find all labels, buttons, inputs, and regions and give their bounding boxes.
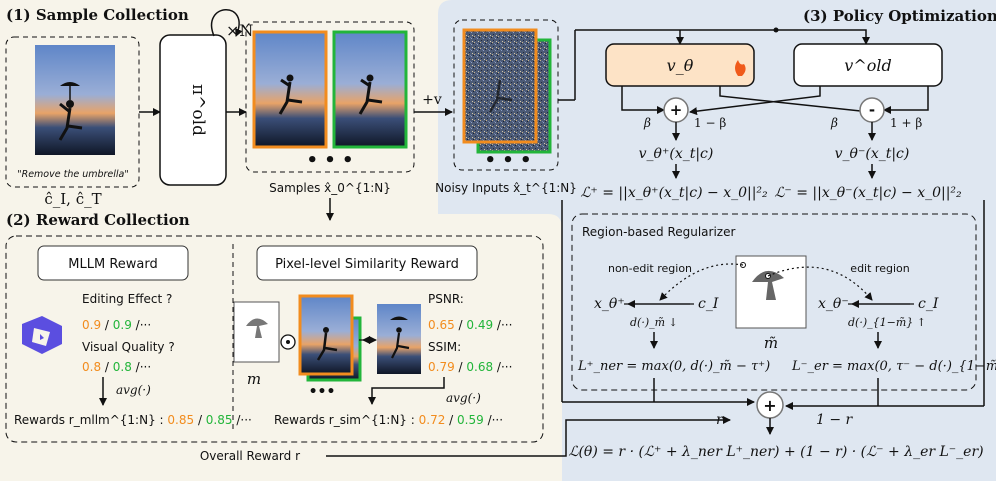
sample-image-2	[332, 30, 408, 149]
v-theta-box	[605, 43, 755, 87]
mllm-avg-label: avg(·)	[116, 383, 151, 397]
editing-effect-values: 0.9 / 0.9 /···	[82, 318, 151, 332]
section-title-sample-collection: (1) Sample Collection	[6, 6, 189, 24]
visual-quality-values: 0.8 / 0.8 /···	[82, 360, 151, 374]
section-title-policy-optimization: (3) Policy Optimization	[803, 7, 996, 25]
arrow-overall-reward	[326, 416, 731, 457]
regularizer-title: Region-based Regularizer	[582, 225, 735, 239]
psnr-label: PSNR:	[428, 292, 464, 306]
trainable-flame-icon	[735, 60, 746, 76]
ssim-label: SSIM:	[428, 340, 461, 354]
reward-box	[5, 235, 544, 443]
mllm-reward-title: MLLM Reward	[68, 257, 157, 272]
pixel-reward-title-box	[256, 245, 478, 281]
svg-text:-: -	[869, 101, 875, 119]
svg-text:+: +	[763, 396, 776, 415]
edit-region-arrow	[767, 266, 873, 301]
samples-label: Samples x̂_0^{1:N}	[269, 181, 391, 195]
edit-region-label: edit region	[850, 262, 909, 275]
non-edit-region-label: non-edit region	[608, 262, 692, 275]
sample-image-1	[252, 30, 328, 149]
loss-plus: ℒ⁺ = ||x_θ⁺(x_t|c) − x_0||²₂	[580, 185, 768, 201]
mask-tilde-image	[735, 255, 807, 329]
noise-label: +v	[422, 92, 442, 108]
noisy-image-1	[462, 28, 538, 144]
c-i-left: c_I	[698, 296, 719, 312]
pixel-reward-title: Pixel-level Similarity Reward	[275, 257, 459, 272]
arrow-vtheta-plus	[621, 86, 665, 114]
mask-tilde-label: m̃	[764, 334, 778, 352]
v-theta-label: v_θ	[667, 56, 694, 75]
mask-label: m	[247, 370, 261, 388]
samples-box	[245, 21, 415, 173]
r-weight-label: r	[716, 412, 724, 428]
beta-right: β	[830, 116, 838, 130]
noisy-label: Noisy Inputs x̂_t^{1:N}	[435, 181, 577, 195]
v-old-label: v^old	[844, 56, 891, 75]
repeat-label: ×N	[226, 21, 253, 40]
old-policy-box	[159, 34, 227, 186]
input-box	[5, 36, 140, 188]
mllm-reward-title-box	[37, 245, 189, 281]
one-minus-r-label: 1 − r	[816, 412, 854, 428]
noisy-ellipsis: • • •	[484, 150, 531, 171]
d-left-label: d(·)_m̃ ↓	[630, 316, 678, 329]
policy-panel-background	[438, 0, 996, 481]
svg-text:+: +	[670, 101, 683, 119]
sim-rewards-line: Rewards r_sim^{1:N} : 0.72 / 0.59 /···	[274, 413, 503, 427]
l-er-formula: L⁻_er = max(0, τ⁻ − d(·)_{1−m̃})	[791, 359, 996, 374]
mllm-rewards-line: Rewards r_mllm^{1:N} : 0.85 / 0.85 /···	[14, 413, 252, 427]
old-policy-label: π^old	[188, 84, 208, 136]
one-minus-beta: 1 − β	[694, 116, 726, 130]
v-plus-label: v_θ⁺(x_t|c)	[639, 146, 714, 162]
loss-minus: ℒ⁻ = ||x_θ⁻(x_t|c) − x_0||²₂	[774, 185, 962, 201]
x-minus-label: x_θ⁻	[818, 296, 849, 312]
regularizer-box	[571, 213, 977, 391]
arrow-sim-avg	[368, 377, 445, 405]
v-minus-label: v_θ⁻(x_t|c)	[835, 146, 910, 162]
masked-ellipsis: •••	[309, 384, 336, 400]
x-plus-label: x_θ⁺	[594, 296, 625, 312]
l-ner-formula: L⁺_ner = max(0, d(·)_m̃ − τ⁺)	[577, 359, 770, 374]
ssim-values: 0.79 / 0.68 /···	[428, 360, 512, 374]
samples-ellipsis: • • •	[306, 150, 353, 171]
editing-effect-question: Editing Effect ?	[82, 292, 172, 306]
mllm-logo-icon	[22, 316, 62, 354]
reference-image	[377, 304, 421, 374]
final-loss-formula: ℒ(θ) = r · (ℒ⁺ + λ_ner L⁺_ner) + (1 − r)…	[568, 444, 983, 460]
edit-prompt: "Remove the umbrella"	[17, 169, 129, 180]
c-i-right: c_I	[918, 296, 939, 312]
d-right-label: d(·)_{1−m̃} ↑	[848, 316, 926, 329]
v-old-box	[793, 43, 943, 87]
arrow-vold-plus	[689, 86, 821, 116]
visual-quality-question: Visual Quality ?	[82, 340, 175, 354]
one-plus-beta: 1 + β	[890, 116, 922, 130]
arrow-to-vold	[776, 29, 870, 45]
source-image	[35, 45, 115, 155]
repeat-loop-arrow	[211, 9, 243, 37]
condition-label: ĉ_I, ĉ_T	[44, 190, 101, 208]
masked-sample-images	[298, 294, 362, 382]
sim-avg-label: avg(·)	[446, 391, 481, 405]
beta-left: β	[643, 116, 651, 130]
mask-image	[233, 301, 280, 363]
arrow-vold-minus	[883, 86, 929, 114]
noisy-box	[453, 19, 559, 171]
psnr-values: 0.65 / 0.49 /···	[428, 318, 512, 332]
arrow-vtheta-minus	[719, 86, 871, 116]
section-title-reward-collection: (2) Reward Collection	[6, 211, 190, 229]
overall-reward-label: Overall Reward r	[200, 449, 300, 463]
